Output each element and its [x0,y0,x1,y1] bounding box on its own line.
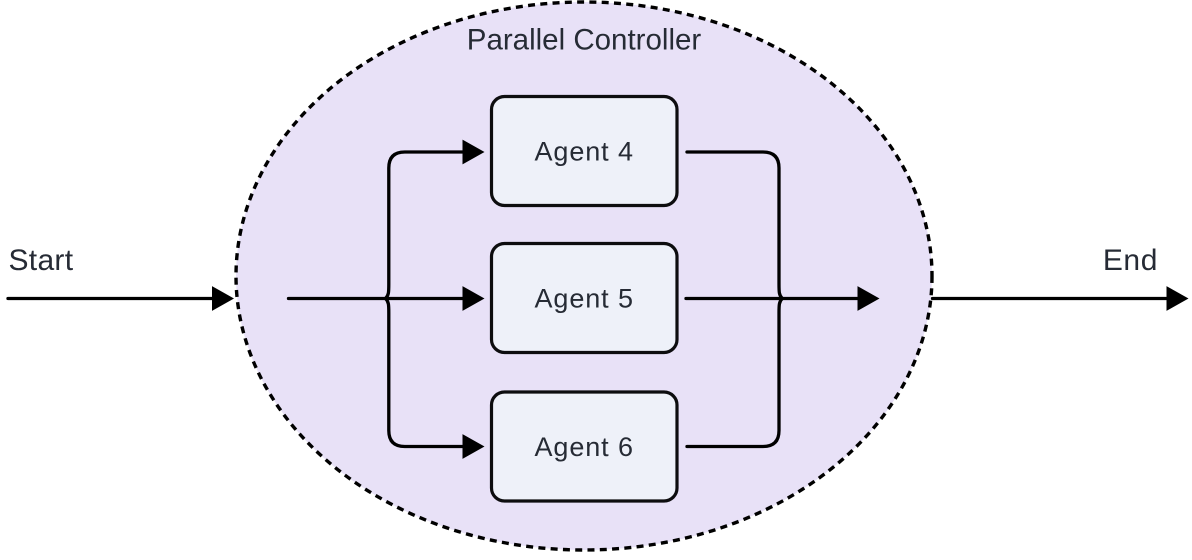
svg-text:End: End [1103,244,1158,277]
svg-text:Parallel Controller: Parallel Controller [467,24,702,57]
svg-text:Agent 6: Agent 6 [535,432,634,462]
svg-text:Start: Start [9,244,74,277]
svg-text:Agent 5: Agent 5 [535,284,634,314]
svg-text:Agent 4: Agent 4 [535,137,634,167]
